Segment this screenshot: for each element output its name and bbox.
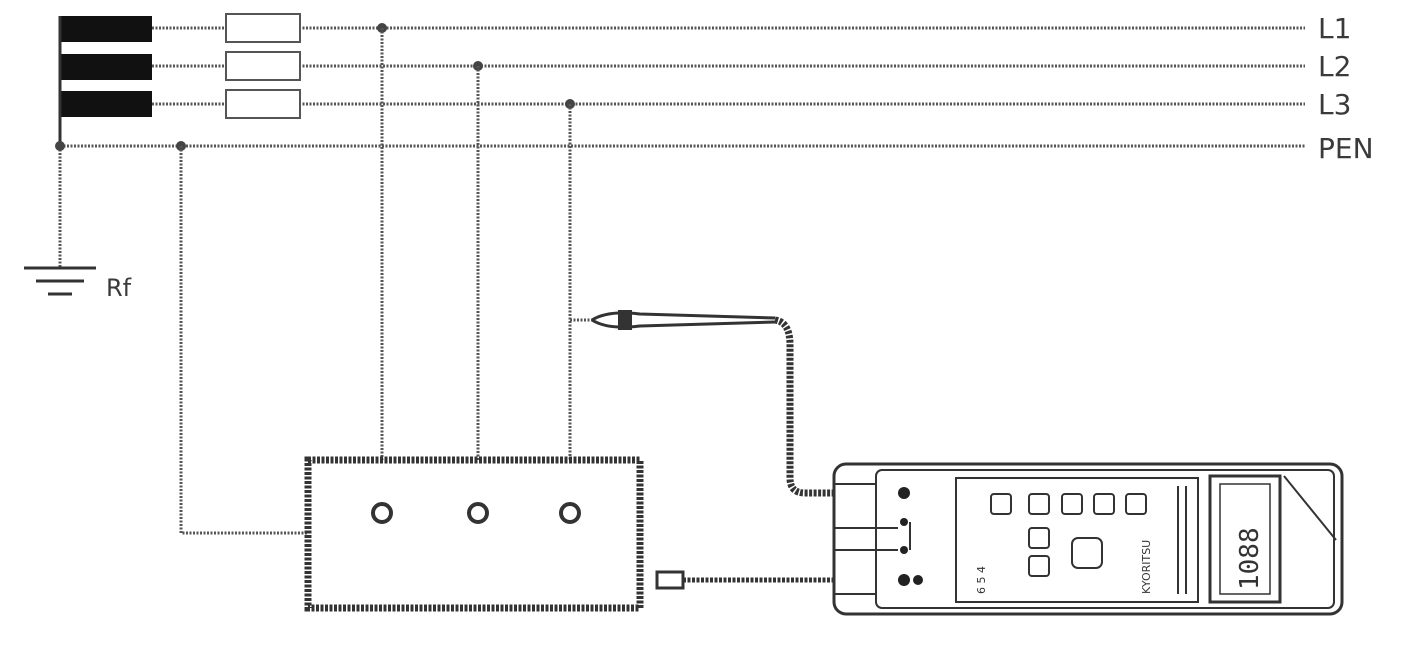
label-l1: L1: [1318, 12, 1351, 45]
transformer-windings: [58, 16, 152, 150]
pen-to-box-wire: [179, 146, 308, 535]
meter-brand-text: KYORITSU: [1140, 540, 1153, 594]
meter-key-6: [1028, 527, 1050, 549]
meter-key-1: [990, 493, 1012, 515]
probe-lead: [774, 316, 898, 497]
test-probe: [570, 310, 776, 330]
junction-pen-earth: [55, 141, 65, 151]
terminal-1: [371, 502, 393, 524]
meter-model-text: 6 5 4: [975, 566, 988, 594]
fuse-l3: [225, 89, 301, 119]
meter-input-sockets: [834, 487, 923, 586]
label-l3: L3: [1318, 88, 1351, 121]
terminal-3: [559, 502, 581, 524]
winding-l1: [60, 16, 152, 42]
meter-key-5: [1125, 493, 1147, 515]
device-under-test-box: [304, 456, 644, 612]
terminal-2: [467, 502, 489, 524]
winding-l3: [60, 91, 152, 117]
earth-ground-symbol: [24, 146, 96, 296]
meter-key-4: [1093, 493, 1115, 515]
fuse-l2: [225, 51, 301, 81]
tester-meter: KYORITSU 6 5 4 1088: [832, 462, 1344, 616]
fuse-l1: [225, 13, 301, 43]
meter-keypad: [990, 493, 1147, 577]
meter-key-2: [1028, 493, 1050, 515]
winding-l2: [60, 54, 152, 80]
meter-key-test: [1071, 537, 1103, 569]
label-l2: L2: [1318, 50, 1351, 83]
label-earth-resistance: Rf: [106, 274, 132, 302]
meter-display-reading: 1088: [1235, 527, 1265, 590]
meter-key-3: [1061, 493, 1083, 515]
label-pen: PEN: [1318, 132, 1374, 165]
meter-display: [1208, 474, 1282, 604]
meter-key-7: [1028, 555, 1050, 577]
box-clip-lead: [655, 570, 898, 590]
